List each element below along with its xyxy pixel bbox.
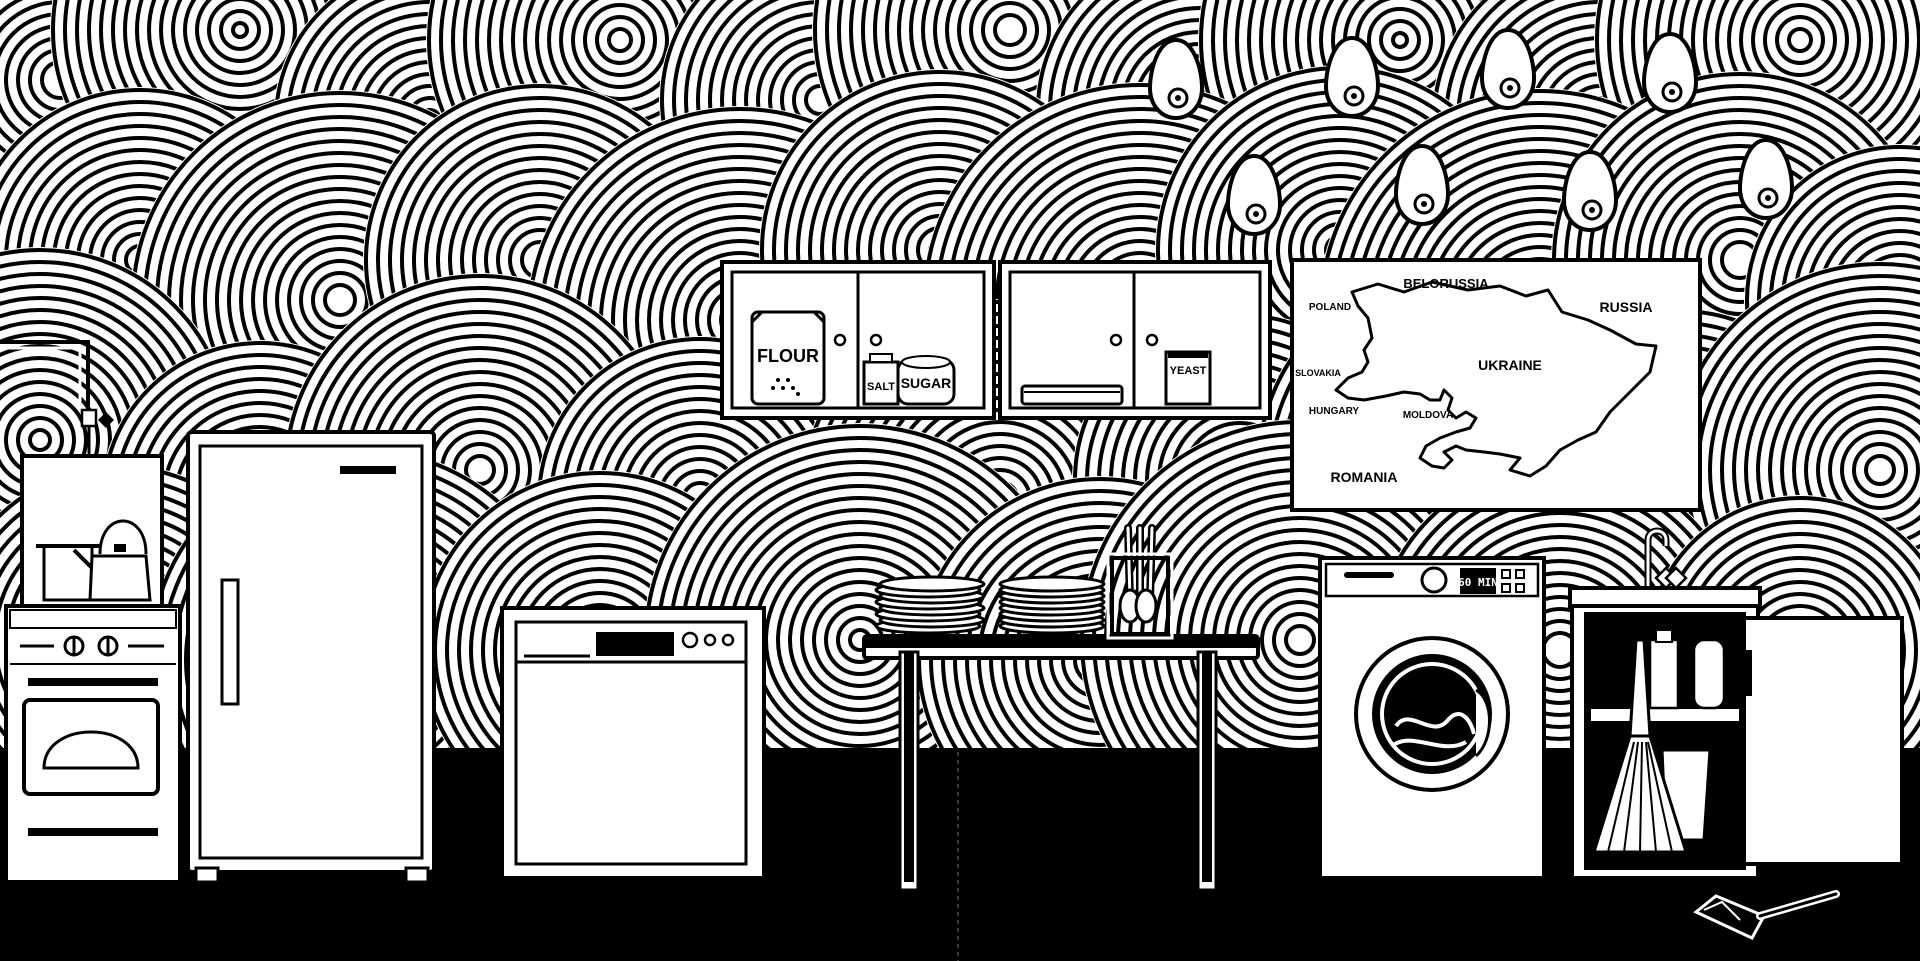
dustpan-icon [1693,890,1840,940]
wall-cabinet-left[interactable]: FLOUR SALT SUGAR [720,260,996,420]
map-label-russia: RUSSIA [1600,299,1653,315]
plate [998,575,1106,593]
egg [1480,28,1536,110]
map-label-slovakia: SLOVAKIA [1295,368,1341,378]
egg [1562,150,1618,232]
washer-display: 60 MIN [1458,576,1498,589]
ukraine-outline [1334,280,1658,478]
egg [1642,32,1698,114]
dishwasher-icon[interactable] [500,606,766,880]
plate [878,575,986,593]
sink-cabinet-icon[interactable] [1568,527,1904,880]
wall-cabinet-right[interactable]: YEAST [998,260,1272,420]
map-icon[interactable]: BELORUSSIA RUSSIA POLAND SLOVAKIA HUNGAR… [1290,258,1702,512]
egg [1148,38,1204,120]
egg [1324,36,1380,118]
egg [1394,144,1450,226]
sugar-jar: SUGAR [896,355,956,406]
salt-label: SALT [867,381,895,393]
map-label-poland: POLAND [1309,302,1351,313]
utensil-cup-icon [1106,524,1174,640]
egg [1738,138,1794,220]
map-label-moldova: MOLDOVA [1403,410,1453,421]
flour-bag: FLOUR [750,310,826,406]
baking-dish [1020,384,1124,406]
kettle-icon [72,519,152,602]
washing-machine-icon[interactable]: 60 MIN [1318,556,1546,880]
broom-icon [1591,638,1689,854]
plates-icon [874,575,1106,635]
map-label-romania: ROMANIA [1331,469,1398,485]
table [862,634,1260,892]
eggs-icon [1148,28,1794,236]
yeast-label: YEAST [1170,365,1207,377]
flour-label: FLOUR [757,346,819,366]
map-label-belarus: BELORUSSIA [1403,276,1489,291]
map-label-hungary: HUNGARY [1309,406,1360,417]
map-label-ukraine: UKRAINE [1478,357,1542,373]
refrigerator-icon[interactable] [186,430,436,884]
yeast-jar: YEAST [1164,350,1212,406]
sugar-label: SUGAR [901,375,952,391]
pot-icon [36,544,100,602]
salt-box: SALT [862,353,900,406]
stove-icon[interactable] [0,340,182,884]
egg [1226,154,1282,236]
